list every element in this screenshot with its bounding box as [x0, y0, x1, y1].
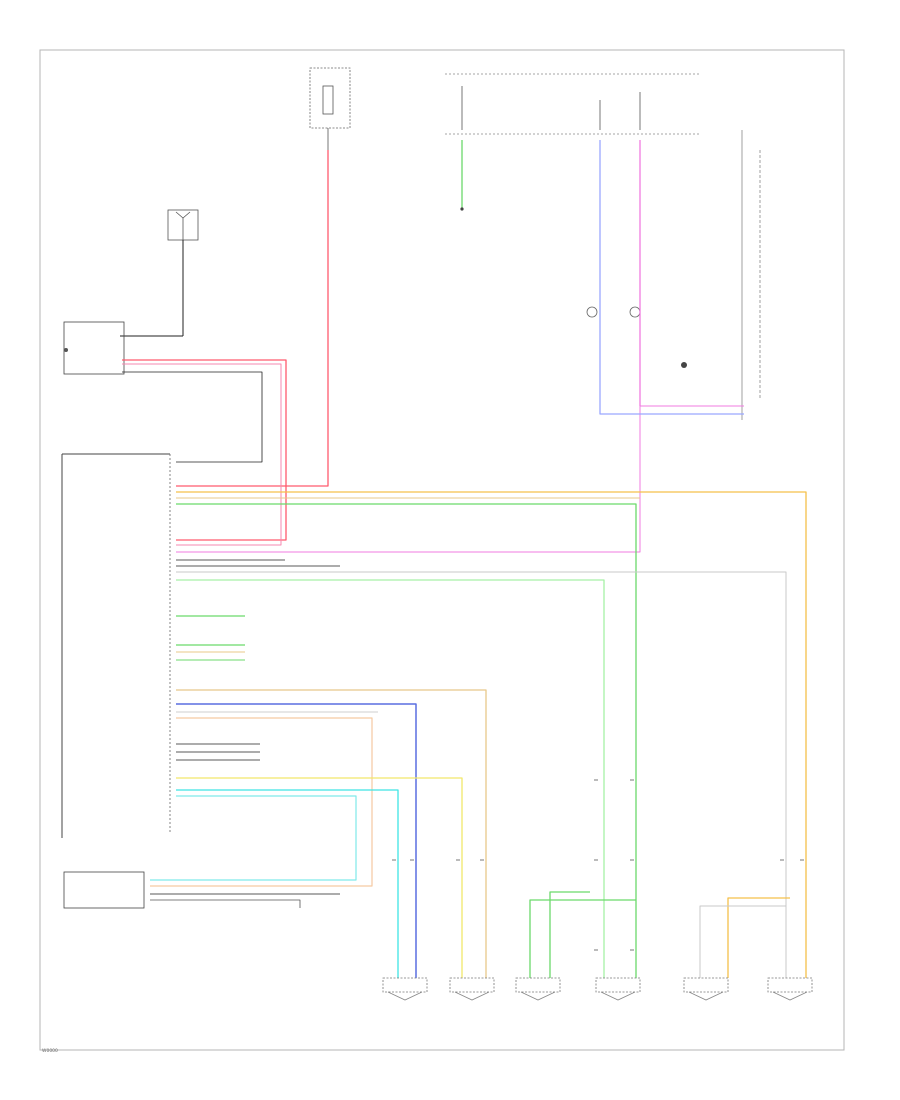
speaker-icon — [387, 991, 423, 1001]
wire-yellow-left-front — [176, 777, 463, 978]
speakers — [382, 977, 813, 1001]
speaker-icon — [520, 991, 556, 1001]
connector-marks — [392, 779, 804, 951]
radio-connector — [61, 453, 171, 838]
footer-code: W0000 — [42, 1048, 58, 1054]
wire-lightblue-steering — [599, 140, 744, 415]
wire-black-antenna — [122, 371, 263, 463]
wire-peach-aux — [150, 717, 373, 887]
antenna-amplifier-module — [63, 321, 125, 375]
wires — [122, 140, 807, 978]
fuse-icon — [322, 85, 334, 115]
wire-cyan-right-front — [176, 789, 399, 978]
lamp-icon — [629, 306, 641, 318]
speaker-left-rear-door — [683, 977, 729, 1001]
speaker-icon — [772, 991, 808, 1001]
wire-orange-left-rear — [176, 491, 807, 978]
speaker-right-front-tweeter — [382, 977, 428, 1001]
wire-green-right-front — [176, 503, 637, 978]
wire-gray-left-rear — [176, 571, 787, 978]
wire-pink-antenna — [122, 363, 282, 546]
wire-lightgreen-right-front — [176, 579, 605, 978]
page-border — [39, 49, 845, 1051]
speaker-icon — [454, 991, 490, 1001]
fuse-box — [309, 67, 351, 129]
antenna-icon — [175, 211, 191, 219]
aux-module-box — [63, 871, 145, 909]
ground-icon — [681, 362, 687, 368]
wire-pink-steering — [176, 405, 744, 553]
aux-module — [63, 871, 145, 909]
wire-blue-right-front — [176, 703, 417, 978]
speaker-right-rear-door — [595, 977, 641, 1001]
wire-tan-left-front — [176, 689, 487, 978]
wire-red-antenna — [122, 359, 287, 541]
ground-icon — [64, 348, 68, 352]
speaker-icon — [688, 991, 724, 1001]
speaker-left-front-door — [767, 977, 813, 1001]
speaker-icon — [600, 991, 636, 1001]
lamp-icon — [586, 306, 598, 318]
speaker-right-front-door — [515, 977, 561, 1001]
steering-wheel-controls — [445, 73, 761, 420]
wire-red-battery — [176, 150, 329, 487]
speaker-left-front-tweeter — [449, 977, 495, 1001]
fuse-block-top — [309, 67, 351, 150]
antenna-module — [63, 209, 199, 375]
wire-cyan-aux — [150, 795, 357, 881]
